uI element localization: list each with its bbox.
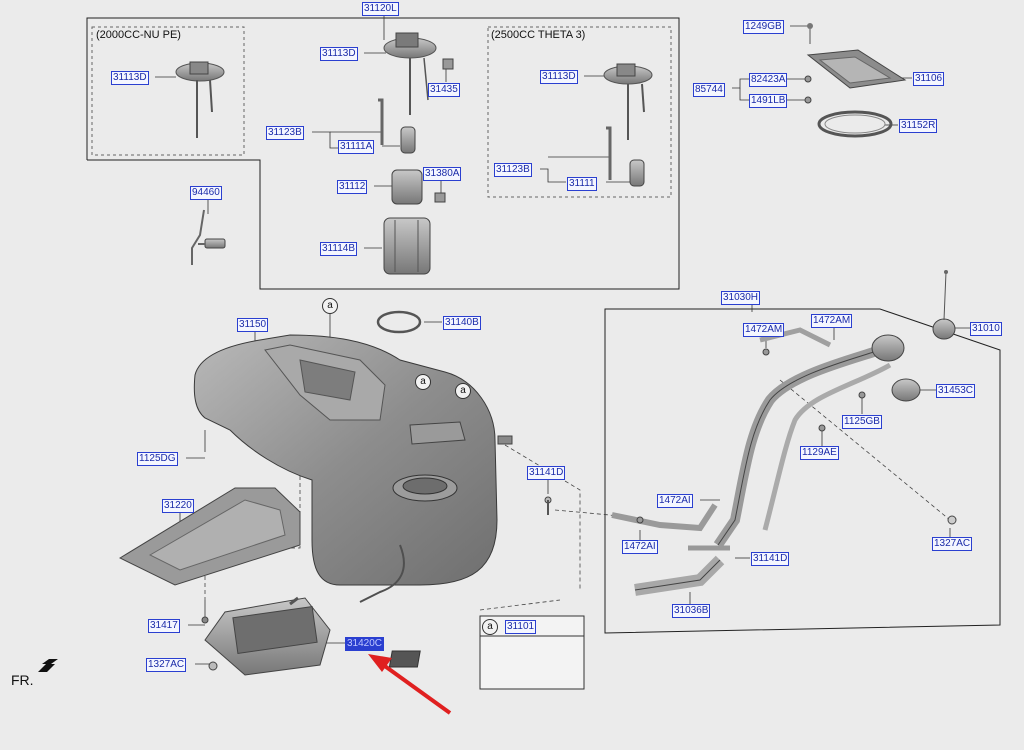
part-label-31141d[interactable]: 31141D	[751, 552, 790, 566]
filler-parts-drawing	[544, 270, 957, 525]
engine-1-box	[91, 26, 245, 156]
part-label-1129ae[interactable]: 1129AE	[800, 446, 839, 460]
part-label-31380a[interactable]: 31380A	[423, 167, 462, 181]
part-label-94460[interactable]: 94460	[190, 186, 222, 200]
part-label-31036b[interactable]: 31036B	[672, 604, 711, 618]
part-label-31453c[interactable]: 31453C	[936, 384, 976, 398]
part-label-31113d[interactable]: 31113D	[540, 70, 578, 84]
part-label-1327ac[interactable]: 1327AC	[932, 537, 973, 551]
pump-module-frame	[86, 17, 680, 290]
part-label-31120l[interactable]: 31120L	[362, 2, 399, 16]
part-label-31030h[interactable]: 31030H	[721, 291, 761, 305]
part-label-31101[interactable]: 31101	[505, 620, 537, 634]
part-label-1491lb[interactable]: 1491LB	[749, 94, 788, 108]
fuel-tank-drawing	[193, 334, 513, 603]
part-label-1327ac[interactable]: 1327AC	[146, 658, 187, 672]
part-label-31112[interactable]: 31112	[337, 180, 368, 194]
part-label-1125dg[interactable]: 1125DG	[137, 452, 178, 466]
part-label-31010[interactable]: 31010	[970, 322, 1002, 336]
sensor-drawing	[191, 209, 226, 265]
front-arrow-icon	[38, 659, 58, 672]
highlight-arrow	[368, 654, 452, 715]
part-label-31111[interactable]: 31111	[567, 177, 597, 191]
callout-part-drawing	[388, 650, 421, 668]
filler-neck-drawing	[611, 327, 892, 596]
pump-1-drawing	[175, 61, 225, 138]
callout-marker: a	[415, 374, 431, 390]
part-label-1472ai[interactable]: 1472AI	[622, 540, 658, 554]
part-label-1472ai[interactable]: 1472AI	[657, 494, 693, 508]
engine-group-2-title: (2500CC THETA 3)	[491, 29, 586, 41]
engine-group-1-title: (2000CC-NU PE)	[96, 29, 181, 41]
pump-2-drawing	[603, 63, 653, 187]
part-label-31220[interactable]: 31220	[162, 499, 194, 513]
callout-marker: a	[322, 298, 338, 314]
part-label-31123b[interactable]: 31123B	[266, 126, 304, 140]
part-label-1125gb[interactable]: 1125GB	[842, 415, 882, 429]
part-label-31113d[interactable]: 31113D	[111, 71, 149, 85]
part-label-31417[interactable]: 31417	[148, 619, 180, 633]
callout-marker: a	[455, 383, 471, 399]
part-label-31140b[interactable]: 31140B	[443, 316, 481, 330]
part-label-1472am[interactable]: 1472AM	[743, 323, 785, 337]
part-label-31111a[interactable]: 31111A	[338, 140, 375, 154]
part-label-1472am[interactable]: 1472AM	[811, 314, 853, 328]
o-ring-drawing	[376, 310, 422, 334]
part-label-31113d[interactable]: 31113D	[320, 47, 358, 61]
part-label-31420c-highlighted[interactable]: 31420C	[345, 637, 385, 651]
filler-neck-frame	[604, 308, 1001, 634]
part-label-31114b[interactable]: 31114B	[320, 242, 357, 256]
callout-marker: a	[482, 619, 498, 635]
part-label-31435[interactable]: 31435	[428, 83, 460, 97]
part-label-31123b[interactable]: 31123B	[494, 163, 532, 177]
front-label: FR.	[11, 672, 34, 688]
part-label-85744[interactable]: 85744	[693, 83, 725, 97]
cover-drawing	[804, 23, 907, 138]
engine-2-box	[487, 26, 672, 198]
part-label-31152r[interactable]: 31152R	[899, 119, 938, 133]
part-label-31141d[interactable]: 31141D	[527, 466, 566, 480]
pump-main-drawing	[378, 32, 454, 275]
part-label-31106[interactable]: 31106	[913, 72, 945, 86]
canister-drawing	[201, 596, 331, 676]
part-label-31150[interactable]: 31150	[237, 318, 269, 332]
part-label-1249gb[interactable]: 1249GB	[743, 20, 784, 34]
part-label-82423a[interactable]: 82423A	[749, 73, 788, 87]
